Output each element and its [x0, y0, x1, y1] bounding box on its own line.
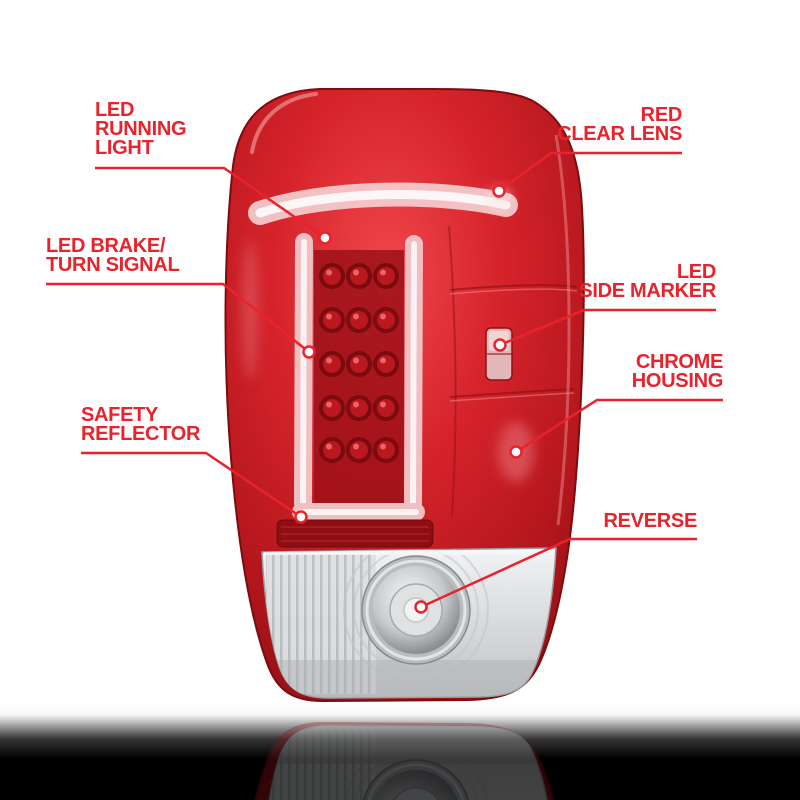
leader-line-chrome-housing	[515, 398, 723, 454]
callout-dot-brake-turn	[302, 345, 316, 359]
callout-text-line: CHROME	[635, 351, 723, 373]
callout-text-line: REFLECTOR	[81, 423, 201, 445]
leader-line-side-marker	[499, 308, 716, 347]
callout-text-line: LED	[676, 261, 716, 283]
callout-dot-chrome-housing	[509, 445, 523, 459]
safety-reflector-band	[276, 519, 434, 548]
callout-dot-running-light	[318, 231, 332, 245]
leader-line-safety-reflector	[81, 451, 302, 519]
callout-dot-reverse	[414, 600, 428, 614]
callout-dot-clear-lens	[492, 184, 506, 198]
callout-text-line: LIGHT	[95, 137, 154, 159]
leader-line-running-light	[95, 166, 326, 240]
callout-text-line: LED BRAKE/	[46, 235, 166, 257]
callout-led-running-light: LED RUNNING LIGHT	[95, 99, 187, 159]
callout-text-line: SAFETY	[81, 404, 159, 426]
callout-led-side-marker: LED SIDE MARKER	[579, 261, 716, 302]
callout-text-line: SIDE MARKER	[579, 280, 716, 302]
callout-dot-safety-reflector	[294, 510, 308, 524]
callout-text-line: CLEAR LENS	[557, 123, 682, 145]
callout-text-line: LED	[95, 99, 135, 121]
callout-led-brake-turn-signal: LED BRAKE/ TURN SIGNAL	[46, 235, 180, 276]
callout-text-line: REVERSE	[603, 510, 698, 532]
leader-line-reverse	[420, 537, 697, 609]
callout-dot-side-marker	[493, 338, 507, 352]
callout-safety-reflector: SAFETY REFLECTOR	[81, 404, 201, 445]
callout-text-line: TURN SIGNAL	[46, 254, 180, 276]
callout-text-line: HOUSING	[631, 370, 724, 392]
callout-chrome-housing: CHROME HOUSING	[631, 351, 724, 392]
callout-reverse: REVERSE	[603, 510, 698, 532]
leader-line-clear-lens	[498, 151, 682, 193]
clear-lens-section	[261, 547, 557, 699]
callout-text-line: RED	[640, 104, 683, 126]
leader-line-brake-turn	[46, 282, 310, 353]
callout-text-line: RUNNING	[95, 118, 187, 140]
callout-red-clear-lens: RED CLEAR LENS	[557, 104, 683, 145]
